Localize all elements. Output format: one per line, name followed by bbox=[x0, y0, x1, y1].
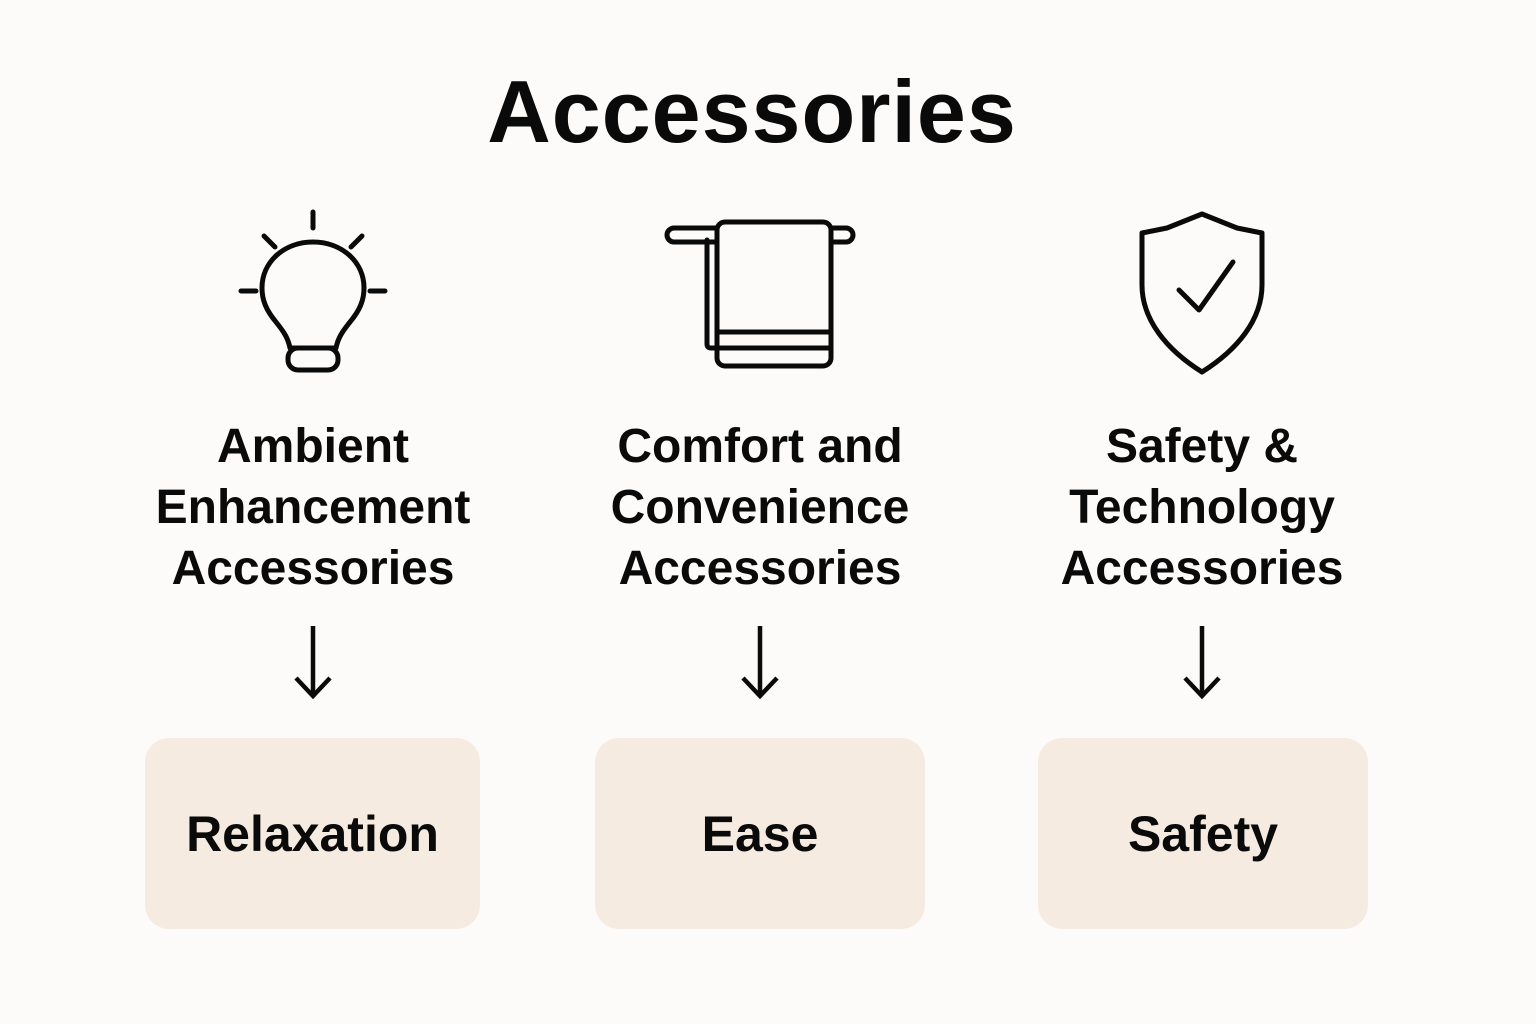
towel-icon bbox=[530, 200, 990, 385]
category-label-line: Convenience bbox=[610, 481, 910, 534]
category-label: Ambient Enhancement Accessories bbox=[83, 416, 543, 599]
outcome-label: Safety bbox=[1127, 805, 1279, 862]
category-label-line: Technology bbox=[1069, 481, 1335, 534]
category-label-line: Accessories bbox=[1060, 542, 1344, 595]
category-safety-technology: Safety & Technology Accessories Safety bbox=[972, 200, 1432, 940]
page-title: Accessories bbox=[487, 62, 1017, 161]
category-label-line: Comfort and bbox=[617, 420, 903, 473]
category-label-line: Ambient bbox=[217, 420, 409, 473]
category-label: Comfort and Convenience Accessories bbox=[530, 416, 990, 599]
category-comfort-convenience: Comfort and Convenience Accessories Ease bbox=[530, 200, 990, 940]
category-label-line: Safety & bbox=[1105, 420, 1299, 473]
lightbulb-icon bbox=[83, 200, 543, 385]
shield-check-icon bbox=[972, 200, 1432, 385]
outcome-box-safety: Safety bbox=[1038, 738, 1368, 929]
category-label: Safety & Technology Accessories bbox=[972, 416, 1432, 599]
arrow-down-icon bbox=[83, 622, 543, 702]
arrow-down-icon bbox=[972, 622, 1432, 702]
category-label-line: Accessories bbox=[618, 542, 902, 595]
outcome-box-ease: Ease bbox=[595, 738, 925, 929]
outcome-box-relaxation: Relaxation bbox=[145, 738, 480, 929]
arrow-down-icon bbox=[530, 622, 990, 702]
category-ambient-enhancement: Ambient Enhancement Accessories Relaxati… bbox=[83, 200, 543, 940]
outcome-label: Ease bbox=[701, 805, 819, 862]
outcome-label: Relaxation bbox=[186, 805, 439, 862]
category-label-line: Enhancement bbox=[155, 481, 471, 534]
category-label-line: Accessories bbox=[171, 542, 455, 595]
